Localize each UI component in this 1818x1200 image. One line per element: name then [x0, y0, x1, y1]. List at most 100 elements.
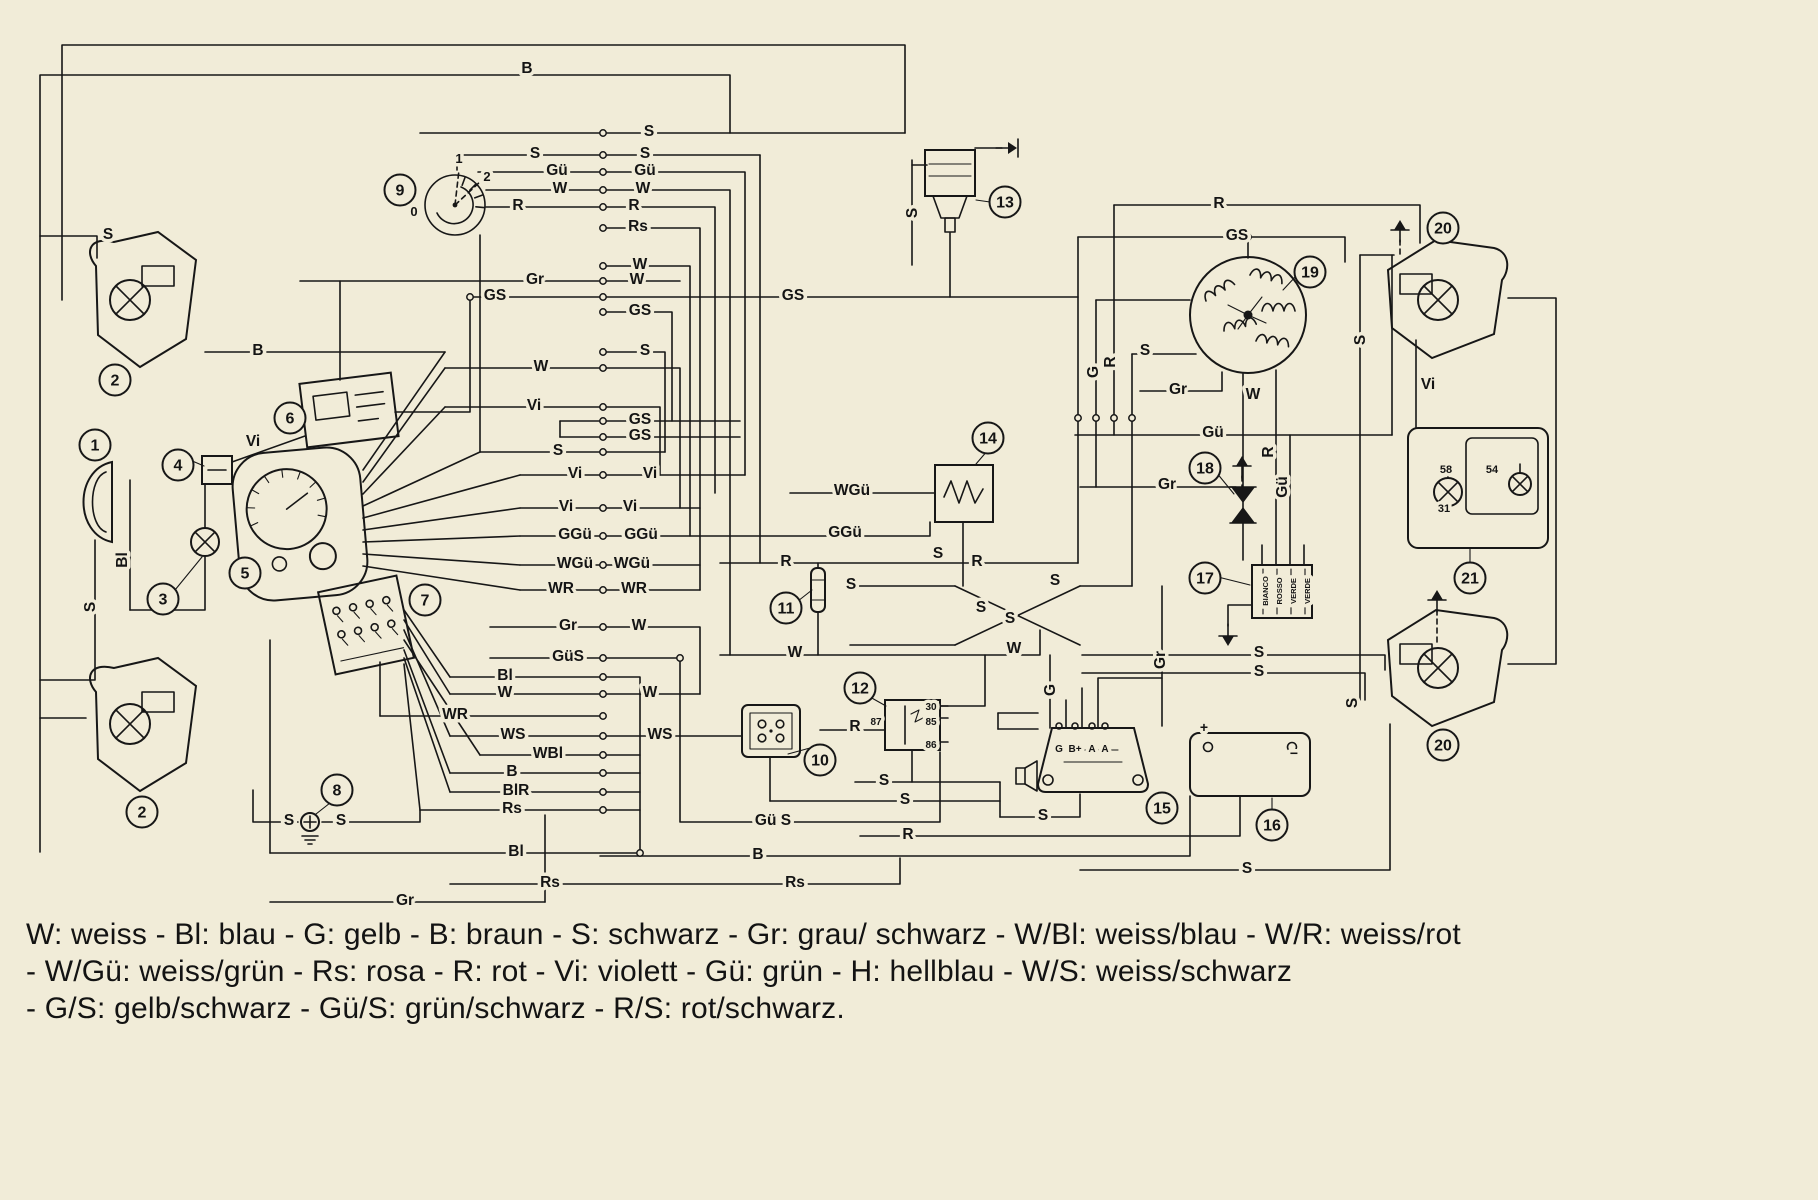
wire-label: S	[1038, 807, 1048, 824]
wire-label: −	[1290, 745, 1298, 761]
wire-label: 2	[483, 169, 490, 184]
wire-label: WR	[442, 706, 468, 723]
legend-line-3: - G/S: gelb/schwarz - Gü/S: grün/schwarz…	[26, 992, 845, 1025]
wire-label: 31	[1438, 503, 1450, 515]
wire-label: W	[498, 684, 513, 701]
wire-label: Gr	[559, 617, 577, 634]
component-badge-7: 7	[408, 583, 442, 617]
wire-label: S	[1005, 610, 1015, 627]
wire-label: Gü	[1274, 476, 1291, 498]
wire-label: Vi	[246, 433, 260, 450]
svg-text:19: 19	[1301, 265, 1319, 282]
component-badge-20: 20	[1426, 211, 1460, 245]
wire-label: S	[933, 545, 943, 562]
wire-label: WGü	[834, 482, 870, 499]
wire-label: Rs	[502, 800, 522, 817]
wire-label: S	[640, 342, 650, 359]
svg-text:13: 13	[996, 195, 1014, 212]
box21-symbol	[1407, 427, 1549, 549]
wire-label: Gü	[546, 162, 568, 179]
wire-label: Gr	[396, 892, 414, 909]
gndup-symbol	[1232, 456, 1252, 479]
svg-text:4: 4	[174, 458, 183, 475]
svg-text:9: 9	[396, 183, 405, 200]
wire-label: R	[971, 553, 982, 570]
wire-label: W	[636, 180, 651, 197]
gndup-symbol	[1427, 590, 1447, 613]
wire-label: GüS	[552, 648, 584, 665]
wire-label: Gü	[1202, 424, 1224, 441]
wire-label: B	[506, 763, 517, 780]
smallbox-symbol	[201, 455, 233, 485]
wire-label: VERDE	[1303, 578, 1312, 604]
wire-label: Rs	[785, 874, 805, 891]
coil-symbol	[924, 149, 976, 233]
svg-text:20: 20	[1434, 738, 1452, 755]
wire-label: Gr	[1169, 381, 1187, 398]
wire-label: Vi	[559, 498, 573, 515]
wire-label: 0	[410, 204, 417, 219]
svg-text:12: 12	[851, 681, 869, 698]
component-badge-11: 11	[769, 591, 803, 625]
svg-text:18: 18	[1196, 461, 1214, 478]
wire-label: BIANCO	[1261, 576, 1270, 606]
legend-line-1: W: weiss - Bl: blau - G: gelb - B: braun…	[26, 918, 1461, 951]
svg-text:2: 2	[111, 373, 120, 390]
speaker-symbol	[1015, 760, 1038, 792]
switch7-symbol	[316, 574, 416, 676]
component-badge-17: 17	[1188, 561, 1222, 595]
wire-label: WS	[501, 726, 526, 743]
battery-symbol	[1189, 732, 1311, 797]
wire-label: 58	[1440, 464, 1452, 476]
wire-label: Gr	[526, 271, 544, 288]
svg-text:5: 5	[241, 566, 250, 583]
gnddown-symbol	[1218, 623, 1238, 646]
lampx-symbol	[190, 527, 220, 557]
wire-label: S	[336, 812, 346, 829]
wire-label: Rs	[628, 218, 648, 235]
svg-text:2: 2	[138, 805, 147, 822]
svg-text:10: 10	[811, 753, 829, 770]
cdi-symbol	[1251, 564, 1313, 619]
wire-label: S	[553, 442, 563, 459]
wire-label: S	[284, 812, 294, 829]
wire-label: S	[1050, 572, 1060, 589]
housing-symbol	[89, 230, 198, 369]
wire-label: S	[1140, 342, 1150, 359]
stator-symbol	[1189, 256, 1307, 374]
wire-label: B	[752, 846, 763, 863]
wire-label: W	[788, 644, 803, 661]
wire-label: Vi	[643, 465, 657, 482]
component-badge-15: 15	[1145, 791, 1179, 825]
wires	[39, 44, 1557, 903]
gndup-symbol	[1390, 220, 1410, 243]
wire-label: WGü	[614, 555, 650, 572]
wire-label: Bl	[114, 552, 131, 568]
flasher-symbol	[934, 464, 994, 523]
component-badge-4: 4	[161, 448, 195, 482]
component-badge-19: 19	[1293, 255, 1327, 289]
wire-label: S	[976, 599, 986, 616]
wire-label: S	[879, 772, 889, 789]
wire-label: S	[1254, 644, 1264, 661]
ignition-symbol	[424, 174, 486, 236]
wire-label: Gü S	[755, 812, 791, 829]
wire-label: Vi	[568, 465, 582, 482]
wire-label: W	[1246, 386, 1261, 403]
wire-label: GS	[629, 302, 651, 319]
wire-label: WR	[548, 580, 574, 597]
wire-label: R	[1213, 195, 1224, 212]
wire-label: S	[640, 145, 650, 162]
wire-label: +	[1200, 719, 1208, 735]
housing-symbol	[89, 656, 198, 793]
fuse-symbol	[810, 567, 826, 613]
wire-label: GGü	[828, 524, 862, 541]
wire-label: 85	[925, 717, 937, 728]
wire-label: G	[1085, 366, 1102, 378]
wire-label: W	[553, 180, 568, 197]
wire-label: Bl	[508, 843, 524, 860]
svg-text:21: 21	[1461, 571, 1479, 588]
component-badge-8: 8	[320, 773, 354, 807]
